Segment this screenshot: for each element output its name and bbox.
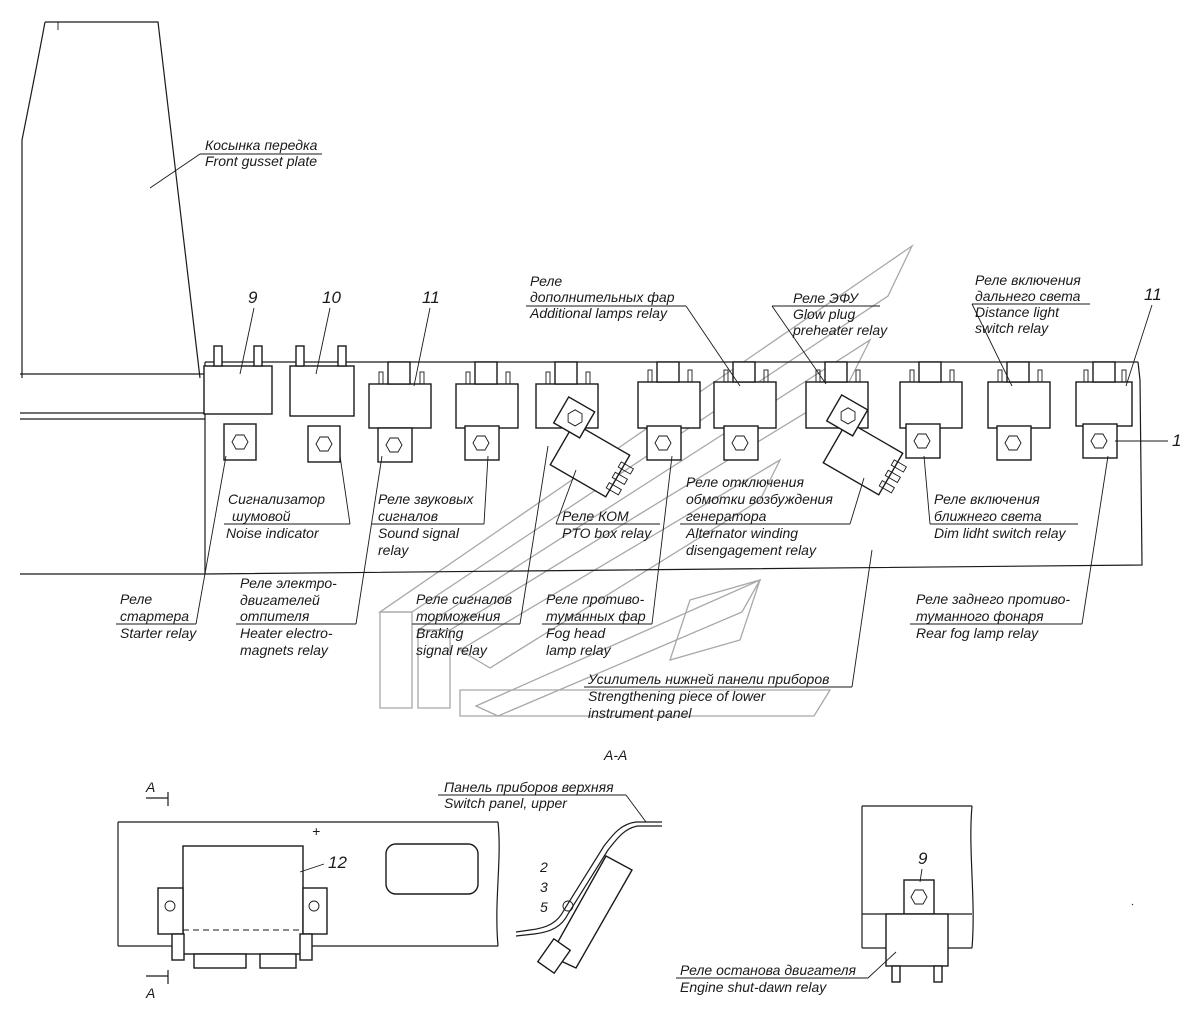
engine-shutdown-label-en: Engine shut-dawn relay: [680, 979, 827, 995]
braking-label-en1: Braking: [416, 625, 464, 641]
glow-plug-label-en1: Glow plug: [793, 306, 855, 322]
alternator-label-ru1: Реле отключения: [686, 474, 804, 490]
dim-light-label-ru2: ближнего света: [934, 508, 1042, 524]
relay-9: [203, 345, 273, 461]
pto-label-en: PTO box relay: [562, 525, 652, 541]
callout-3: 3: [540, 879, 548, 895]
heater-label-ru3: отпителя: [240, 608, 310, 624]
braking-label-en2: signal relay: [416, 642, 488, 658]
detail-unit-12: A A + 12: [117, 779, 500, 1001]
sound-signal-label-en2: relay: [378, 542, 409, 558]
detail-engine-shutdown: 9 Реле останова двигателя Engine shut-da…: [676, 805, 974, 995]
noise-indicator-label-ru2: шумовой: [232, 508, 291, 524]
glow-plug-label-ru: Реле ЭФУ: [793, 290, 860, 306]
callout-2: 2: [539, 859, 548, 875]
starter-label-en: Starter relay: [120, 625, 197, 641]
add-lamps-label-ru2: дополнительных фар: [530, 289, 675, 305]
braking-label-ru2: торможения: [416, 608, 501, 624]
braking-label-ru1: Реле сигналов: [416, 591, 512, 607]
relay-dim-light: [899, 361, 963, 459]
dim-light-label-en: Dim lidht switch relay: [934, 525, 1066, 541]
alternator-label-en2: disengagement relay: [686, 542, 817, 558]
rear-fog-label-ru2: туманного фонаря: [916, 608, 1044, 624]
starter-label-ru1: Реле: [120, 591, 152, 607]
distance-light-label-en1: Distance light: [975, 304, 1060, 320]
detail-switch-panel: Панель приборов верхняя Switch panel, up…: [438, 779, 662, 975]
fog-lamp-label-en2: lamp relay: [546, 642, 612, 658]
relay-pto-box: [637, 361, 701, 461]
callout-11-left: 11: [422, 288, 440, 307]
section-mark-top: A: [145, 779, 155, 795]
pto-label-ru: Реле КОМ: [562, 508, 629, 524]
distance-light-label-en2: switch relay: [975, 320, 1049, 336]
distance-light-label-ru1: Реле включения: [975, 272, 1081, 288]
rear-fog-label-ru1: Реле заднего противо-: [916, 591, 1070, 607]
callout-11-right: 11: [1144, 285, 1162, 304]
relay-tilted-right: [822, 393, 907, 496]
distance-light-label-ru2: дальнего света: [975, 288, 1081, 304]
gusset-label-ru: Косынка передка: [205, 137, 318, 153]
fog-lamp-label-ru2: туманных фар: [546, 608, 646, 624]
relay-11-right: [1075, 361, 1133, 459]
alternator-label-en1: Alternator winding: [685, 525, 798, 541]
rear-fog-label-en: Rear fog lamp relay: [916, 625, 1039, 641]
add-lamps-label-en: Additional lamps relay: [529, 305, 668, 321]
callout-9-bottom: 9: [918, 849, 928, 868]
heater-label-en1: Heater electro-: [240, 625, 333, 641]
callout-9: 9: [248, 288, 258, 307]
sound-signal-label-ru1: Реле звуковых: [378, 491, 474, 507]
section-mark-bottom: A: [145, 985, 155, 1001]
relay-tilted-left: [549, 395, 634, 498]
relay-distance-light: [987, 361, 1051, 461]
dim-light-label-ru1: Реле включения: [934, 491, 1040, 507]
sound-signal-label-en1: Sound signal: [378, 525, 460, 541]
starter-label-ru2: стартера: [120, 608, 189, 624]
front-gusset-plate: [21, 21, 201, 379]
engine-shutdown-label-ru: Реле останова двигателя: [680, 962, 857, 978]
glow-plug-label-en2: preheater relay: [792, 322, 888, 338]
plus-mark: +: [312, 823, 320, 839]
alternator-label-ru3: генератора: [686, 508, 767, 524]
fog-lamp-label-ru1: Реле противо-: [546, 591, 645, 607]
callout-10: 10: [322, 288, 341, 307]
callout-1: 1: [1172, 431, 1181, 450]
relay-additional-lamps: [713, 361, 777, 461]
heater-label-en2: magnets relay: [240, 642, 329, 658]
strengthening-label-en2: instrument panel: [588, 705, 692, 721]
noise-indicator-label-ru1: Сигнализатор: [228, 491, 325, 507]
section-title: A-A: [603, 747, 627, 763]
switch-panel-label-en: Switch panel, upper: [444, 795, 568, 811]
strengthening-label-en1: Strengthening piece of lower: [588, 688, 767, 704]
alternator-label-ru2: обмотки возбуждения: [686, 491, 833, 507]
switch-panel-label-ru: Панель приборов верхняя: [444, 779, 614, 795]
noise-indicator-label-en: Noise indicator: [226, 525, 320, 541]
relay-10: [289, 345, 355, 463]
relay-sound-signal: [455, 361, 519, 461]
sound-signal-label-ru2: сигналов: [378, 508, 438, 524]
add-lamps-label-ru1: Реле: [530, 273, 562, 289]
heater-label-ru1: Реле электро-: [240, 575, 337, 591]
heater-label-ru2: двигателей: [240, 592, 320, 608]
fog-lamp-label-en1: Fog head: [546, 625, 606, 641]
callout-12: 12: [328, 853, 347, 872]
relay-11-left: [368, 361, 432, 463]
callout-5: 5: [540, 899, 548, 915]
strengthening-label-ru: Усилитель нижней панели приборов: [587, 671, 829, 687]
gusset-label-en: Front gusset plate: [205, 153, 317, 169]
